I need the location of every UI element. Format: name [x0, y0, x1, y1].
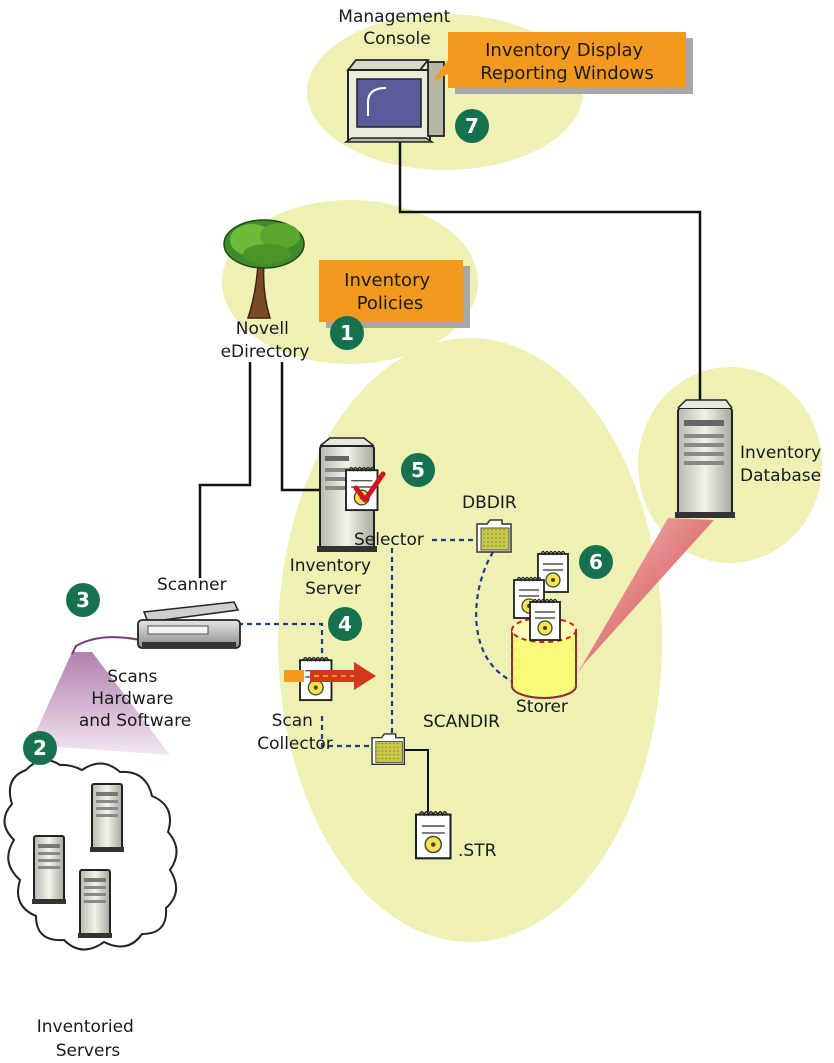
- dbdir-storer-flow: [475, 551, 515, 684]
- collector-scandir-flow: [320, 716, 374, 748]
- scanner-label: Scanner: [157, 575, 227, 595]
- svg-text:2: 2: [33, 736, 47, 760]
- tree-icon: [223, 219, 305, 319]
- step-marker-4: 4: [328, 607, 362, 641]
- scan-collector-label: Scan Collector: [257, 711, 333, 754]
- scandir-label: SCANDIR: [423, 712, 500, 732]
- scanner-cable: [71, 636, 141, 655]
- scandir-folder-icon: [371, 733, 406, 766]
- inventory-database-label: Inventory Database: [740, 443, 827, 486]
- dbdir-folder-icon: [476, 519, 512, 553]
- edirectory-scanner-link: [198, 362, 252, 578]
- scanner-collector-flow: [238, 622, 324, 658]
- monitor-icon[interactable]: [343, 59, 445, 143]
- str-document-icon: [414, 810, 452, 860]
- edirectory-label: Novell eDirectory: [221, 319, 310, 362]
- svg-text:4: 4: [338, 612, 352, 636]
- step-marker-3: 3: [66, 583, 100, 617]
- inventory-server-label: Inventory Server: [290, 556, 377, 599]
- scandir-str-link: [402, 749, 429, 812]
- storer-document-icon-3: [529, 598, 561, 641]
- step-marker-7: 7: [455, 109, 489, 143]
- display-callout-pointer: [432, 60, 448, 82]
- svg-text:7: 7: [465, 114, 479, 138]
- checkmark-icon: [353, 471, 386, 503]
- svg-text:6: 6: [589, 550, 603, 574]
- step-marker-1: 1: [330, 316, 364, 350]
- svg-text:3: 3: [76, 588, 90, 612]
- selector-label: Selector: [354, 530, 424, 550]
- policies-callout-label: Inventory Policies: [344, 270, 436, 314]
- dbdir-label: DBDIR: [462, 493, 517, 513]
- display-callout: [448, 32, 686, 88]
- arrow-icon: [284, 662, 376, 690]
- server-tower-icon-3: [77, 869, 113, 939]
- storer-database-beam: [576, 518, 714, 676]
- scanner-icon[interactable]: [137, 601, 241, 649]
- step-marker-2: 2: [23, 731, 57, 765]
- database-server-icon[interactable]: [675, 399, 735, 518]
- console-database-link: [398, 142, 702, 412]
- inventoried-servers-label: Inventoried Servers: [37, 1017, 140, 1061]
- step-marker-6: 6: [579, 545, 613, 579]
- display-callout-label: Inventory Display Reporting Windows: [480, 40, 654, 84]
- policies-callout: [319, 260, 463, 322]
- management-console-label: Management Console: [338, 7, 455, 49]
- step-marker-5: 5: [401, 453, 435, 487]
- svg-text:5: 5: [411, 458, 425, 482]
- server-tower-icon-2: [31, 835, 67, 905]
- edirectory-server-link: [280, 362, 322, 492]
- storer-label: Storer: [516, 697, 568, 717]
- scans-label: Scans Hardware and Software: [79, 667, 191, 731]
- str-label: .STR: [458, 841, 497, 861]
- server-tower-icon-1: [89, 783, 125, 853]
- svg-text:1: 1: [340, 321, 354, 345]
- scan-beam: [30, 652, 170, 755]
